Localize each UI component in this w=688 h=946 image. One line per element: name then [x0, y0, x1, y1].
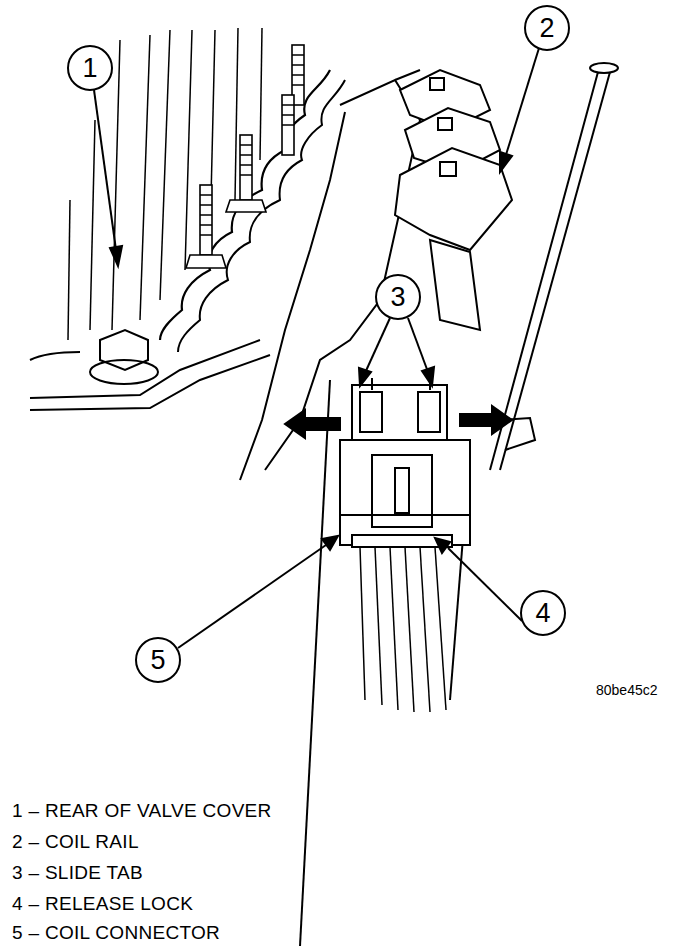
- figure-code: 80be45c2: [596, 682, 658, 698]
- key-entry: 5 – COIL CONNECTOR: [12, 922, 220, 944]
- callout-number: 1: [68, 46, 112, 90]
- callout-number: 3: [376, 275, 420, 319]
- callout-number: 2: [525, 6, 569, 50]
- callout-number: 5: [136, 638, 180, 682]
- key-entry: 2 – COIL RAIL: [12, 831, 139, 853]
- key-entry: 3 – SLIDE TAB: [12, 862, 143, 884]
- callout-number: 4: [521, 591, 565, 635]
- key-entry: 4 – RELEASE LOCK: [12, 893, 193, 915]
- key-entry: 1 – REAR OF VALVE COVER: [12, 800, 272, 822]
